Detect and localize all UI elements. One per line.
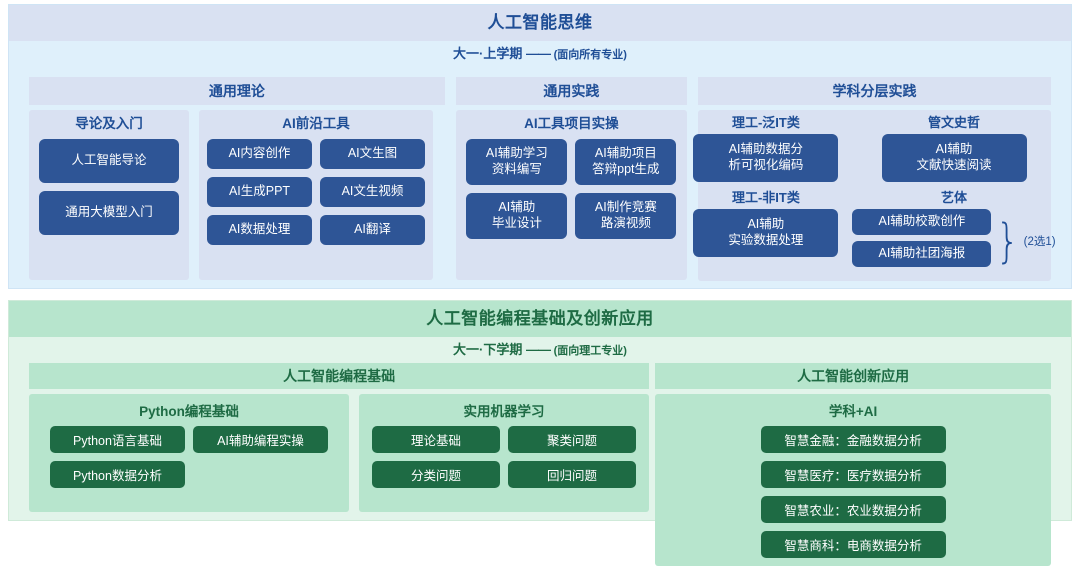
column-programming-basics: 人工智能编程基础 Python编程基础 Python语言基础 AI辅助编程实操 …	[29, 363, 650, 512]
chip-list-ai-tool-projects: AI辅助学习 资料编写 AI辅助项目 答辩ppt生成 AI辅助 毕业设计 AI制…	[464, 138, 679, 239]
column-body-general-theory: 导论及入门 人工智能导论 通用大模型入门 AI前沿工具 AI内容创作 AI文生图…	[29, 110, 445, 280]
course-chip[interactable]: 聚类问题	[508, 426, 636, 453]
choose-one-note: (2选1)	[1023, 235, 1056, 248]
group-ai-frontier-tools: AI前沿工具 AI内容创作 AI文生图 AI生成PPT AI文生视频 AI数据处…	[199, 110, 433, 280]
curriculum-roadmap: 人工智能思维 大一·上学期 —— (面向所有专业) 通用理论 导论及入门 人工智…	[8, 4, 1072, 566]
group-title-ai-tool-projects: AI工具项目实操	[524, 116, 619, 131]
course-chip[interactable]: AI辅助 文献快速阅读	[881, 133, 1027, 182]
course-chip[interactable]: AI文生视频	[320, 176, 425, 207]
column-body-discipline-practice: 理工-泛IT类 AI辅助数据分 析可视化编码 理工-非IT类 AI辅助 实验数据…	[693, 110, 1056, 281]
chip-list-discipline-plus-ai: 智慧金融：金融数据分析 智慧医疗：医疗数据分析 智慧农业：农业数据分析 智慧商科…	[665, 426, 1041, 558]
chip-list-ai-frontier-tools: AI内容创作 AI文生图 AI生成PPT AI文生视频 AI数据处理 AI翻译	[207, 138, 425, 245]
group-title-discipline-plus-ai: 学科+AI	[828, 404, 878, 419]
course-chip[interactable]: AI辅助 实验数据处理	[693, 208, 839, 257]
group-discipline-plus-ai: 学科+AI 智慧金融：金融数据分析 智慧医疗：医疗数据分析 智慧农业：农业数据分…	[655, 394, 1051, 566]
chip-list-introduction: 人工智能导论 通用大模型入门	[37, 138, 181, 235]
course-chip[interactable]: AI辅助 毕业设计	[466, 192, 568, 239]
discipline-label-humanities: 管文史哲	[928, 115, 981, 130]
group-disciplines: 理工-泛IT类 AI辅助数据分 析可视化编码 理工-非IT类 AI辅助 实验数据…	[693, 110, 1056, 281]
green-columns: 人工智能编程基础 Python编程基础 Python语言基础 AI辅助编程实操 …	[29, 363, 1051, 566]
column-general-practice: 通用实践 AI工具项目实操 AI辅助学习 资料编写 AI辅助项目 答辩ppt生成…	[455, 77, 687, 280]
course-chip[interactable]: AI数据处理	[207, 214, 312, 245]
column-head-general-practice: 通用实践	[455, 77, 687, 105]
group-title-ai-frontier-tools: AI前沿工具	[282, 116, 350, 131]
group-title-introduction: 导论及入门	[75, 116, 143, 131]
column-body-programming-basics: Python编程基础 Python语言基础 AI辅助编程实操 Python数据分…	[29, 394, 649, 512]
section-subtitle-ai-thinking: 大一·上学期 —— (面向所有专业)	[9, 41, 1071, 67]
course-chip[interactable]: AI翻译	[320, 214, 425, 245]
chip-list-machine-learning: 理论基础 聚类问题 分类问题 回归问题	[369, 426, 639, 488]
column-body-general-practice: AI工具项目实操 AI辅助学习 资料编写 AI辅助项目 答辩ppt生成 AI辅助…	[455, 110, 687, 280]
dash-separator: ——	[526, 342, 551, 357]
course-chip[interactable]: AI辅助编程实操	[193, 426, 328, 453]
course-chip[interactable]: AI内容创作	[207, 138, 312, 169]
column-head-programming-basics: 人工智能编程基础	[29, 363, 650, 389]
discipline-column-right: 管文史哲 AI辅助 文献快速阅读 艺体 AI辅助校歌创作 AI辅助社团海报 }	[852, 115, 1056, 273]
section-ai-thinking: 人工智能思维 大一·上学期 —— (面向所有专业) 通用理论 导论及入门 人工智…	[8, 4, 1072, 289]
audience-note: (面向理工专业)	[553, 345, 627, 357]
course-chip[interactable]: 理论基础	[372, 426, 500, 453]
course-chip[interactable]: AI文生图	[320, 138, 425, 169]
blue-columns: 通用理论 导论及入门 人工智能导论 通用大模型入门 AI前沿工具 AI内容创作	[29, 77, 1056, 281]
term-label: 大一·下学期	[453, 342, 523, 357]
group-ai-tool-projects: AI工具项目实操 AI辅助学习 资料编写 AI辅助项目 答辩ppt生成 AI辅助…	[455, 110, 687, 280]
column-head-innovative-application: 人工智能创新应用	[655, 363, 1051, 389]
group-python-basics: Python编程基础 Python语言基础 AI辅助编程实操 Python数据分…	[29, 394, 349, 512]
course-chip[interactable]: 回归问题	[508, 461, 636, 488]
column-body-innovative-application: 学科+AI 智慧金融：金融数据分析 智慧医疗：医疗数据分析 智慧农业：农业数据分…	[655, 394, 1051, 566]
column-head-discipline-practice: 学科分层实践	[698, 77, 1051, 105]
section-subtitle-ai-programming: 大一·下学期 —— (面向理工专业)	[9, 337, 1071, 363]
discipline-label-sci-it: 理工-泛IT类	[731, 115, 800, 130]
course-chip[interactable]: 分类问题	[372, 461, 500, 488]
course-chip[interactable]: 智慧农业：农业数据分析	[760, 496, 946, 523]
choose-one-row: AI辅助校歌创作 AI辅助社团海报 } (2选1)	[852, 208, 1056, 273]
course-chip[interactable]: AI辅助数据分 析可视化编码	[693, 133, 839, 182]
discipline-label-sci-nonit: 理工-非IT类	[731, 189, 800, 205]
course-chip[interactable]: AI辅助项目 答辩ppt生成	[575, 138, 677, 185]
course-chip[interactable]: Python数据分析	[50, 461, 185, 488]
arts-chip-stack: AI辅助校歌创作 AI辅助社团海报	[852, 208, 992, 273]
course-chip[interactable]: 人工智能导论	[39, 138, 179, 183]
term-label: 大一·上学期	[453, 46, 523, 61]
chip-list-python-basics: Python语言基础 AI辅助编程实操 Python数据分析	[50, 426, 328, 488]
column-discipline-practice: 学科分层实践 理工-泛IT类 AI辅助数据分 析可视化编码 理工-非IT类 AI…	[693, 77, 1056, 281]
course-chip[interactable]: 智慧商科：电商数据分析	[760, 531, 946, 558]
discipline-wrap: 理工-泛IT类 AI辅助数据分 析可视化编码 理工-非IT类 AI辅助 实验数据…	[693, 115, 1056, 273]
course-chip[interactable]: AI辅助校歌创作	[852, 208, 992, 235]
discipline-column-left: 理工-泛IT类 AI辅助数据分 析可视化编码 理工-非IT类 AI辅助 实验数据…	[693, 115, 839, 273]
group-introduction: 导论及入门 人工智能导论 通用大模型入门	[29, 110, 189, 280]
course-chip[interactable]: AI辅助社团海报	[852, 240, 992, 267]
course-chip[interactable]: AI制作竞赛 路演视频	[575, 192, 677, 239]
column-general-theory: 通用理论 导论及入门 人工智能导论 通用大模型入门 AI前沿工具 AI内容创作	[29, 77, 445, 280]
audience-note: (面向所有专业)	[553, 49, 627, 61]
course-chip[interactable]: 智慧医疗：医疗数据分析	[760, 461, 946, 488]
column-head-general-theory: 通用理论	[29, 77, 445, 105]
course-chip[interactable]: Python语言基础	[50, 426, 185, 453]
discipline-label-arts: 艺体	[941, 189, 968, 205]
dash-separator: ——	[526, 46, 551, 61]
section-ai-programming: 人工智能编程基础及创新应用 大一·下学期 —— (面向理工专业) 人工智能编程基…	[8, 300, 1072, 566]
course-chip[interactable]: 智慧金融：金融数据分析	[760, 426, 946, 453]
course-chip[interactable]: 通用大模型入门	[39, 190, 179, 235]
course-chip[interactable]: AI辅助学习 资料编写	[466, 138, 568, 185]
column-innovative-application: 人工智能创新应用 学科+AI 智慧金融：金融数据分析 智慧医疗：医疗数据分析 智…	[655, 363, 1051, 566]
group-title-python-basics: Python编程基础	[139, 404, 239, 419]
section-title-ai-programming: 人工智能编程基础及创新应用	[9, 301, 1071, 337]
group-title-machine-learning: 实用机器学习	[463, 404, 545, 419]
course-chip[interactable]: AI生成PPT	[207, 176, 312, 207]
group-machine-learning: 实用机器学习 理论基础 聚类问题 分类问题 回归问题	[359, 394, 649, 512]
section-title-ai-thinking: 人工智能思维	[9, 5, 1071, 41]
